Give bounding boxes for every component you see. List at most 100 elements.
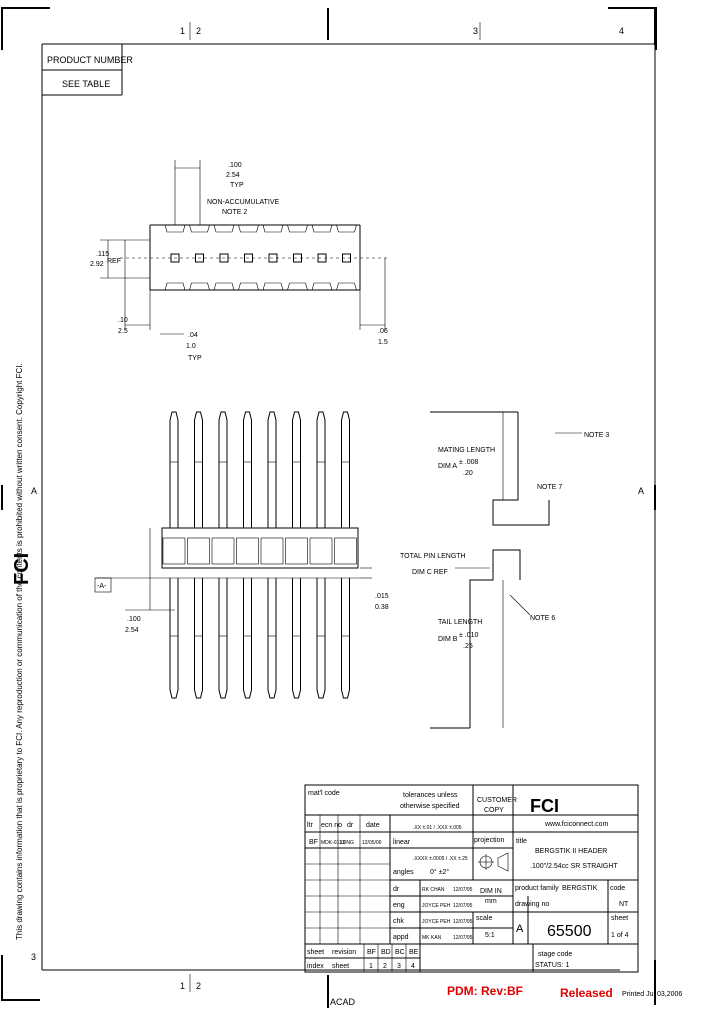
- side-housing-cell: [260, 537, 284, 565]
- top-pin-notch: [336, 224, 357, 233]
- tb-product-family-label: product family: [515, 885, 559, 892]
- tb-chk-label: chk: [393, 918, 404, 925]
- tb-index-label: index: [307, 963, 324, 970]
- tb-title-line1: BERGSTIK II HEADER: [535, 848, 607, 855]
- side-pin-lower: [169, 578, 179, 699]
- side-pin-upper: [292, 411, 301, 528]
- tb-dwg-label: drawing no: [515, 901, 549, 908]
- footer-released: Released: [560, 986, 613, 1000]
- projection-symbol: [478, 852, 509, 872]
- tb-scale-val: 5:1: [485, 932, 495, 939]
- side-pin-lower: [243, 578, 252, 699]
- top-view: .100 2.54 TYP NON-ACCUMULATIVE NOTE 2 .1…: [90, 160, 390, 362]
- tb-code-label: code: [610, 885, 625, 892]
- tb-appd-label: appd: [393, 934, 409, 941]
- side-ref-box: [94, 577, 112, 593]
- zone-bottom-2: 2: [196, 981, 201, 991]
- tb-rev-cell-3: BC: [395, 949, 405, 956]
- product-number-value: SEE TABLE: [62, 79, 110, 89]
- zone-left-a: A: [31, 486, 37, 496]
- side-view: -A- .100 2.54 .015 0.38: [94, 411, 389, 699]
- detail-note3: NOTE 3: [584, 432, 609, 439]
- side-pin-upper: [316, 411, 326, 528]
- zone-top-1: 1: [180, 26, 185, 36]
- tb-angles: angles: [393, 869, 414, 876]
- frame-corners: [1, 7, 657, 1008]
- tb-appd-date: 12/07/95: [453, 935, 473, 941]
- tb-chk-name: JOYCE PEH: [422, 919, 451, 925]
- top-pin-notch: [262, 282, 284, 291]
- tb-rev-cell-1: BF: [367, 949, 376, 956]
- tb-dr-date: 12/07/95: [453, 887, 473, 893]
- detail-view: NOTE 3 MATING LENGTH DIM A ± .008 .20 NO…: [400, 411, 609, 729]
- tb-code-val: NT: [619, 901, 629, 908]
- top-nonaccum: NON-ACCUMULATIVE: [207, 199, 280, 206]
- footer-printed: Printed Jul 03,2006: [622, 991, 682, 998]
- tb-copy: COPY: [484, 807, 504, 814]
- top-height: .115: [96, 251, 109, 258]
- tb-sheet-num-3: 3: [397, 963, 401, 970]
- tb-title-label: title: [516, 838, 527, 845]
- tb-sheet-cells-label: sheet: [332, 963, 349, 970]
- side-housing-cell: [309, 537, 333, 565]
- side-pin-lower: [341, 578, 350, 699]
- detail-dim-c: DIM C REF: [412, 569, 448, 576]
- inner-frame: [41, 22, 656, 992]
- top-pin-typ: TYP: [188, 355, 202, 362]
- side-pin-lower: [316, 578, 326, 699]
- tb-tolerances: tolerances unless: [403, 792, 458, 799]
- detail-note7: NOTE 7: [537, 484, 562, 491]
- tb-dr-name: RK CHAN: [422, 887, 445, 893]
- tb-otherwise: otherwise specified: [400, 803, 460, 810]
- top-left-dim: .10: [118, 317, 128, 324]
- top-pin-notch: [311, 224, 333, 233]
- tb-stage-code: STATUS: 1: [535, 962, 569, 969]
- tb-linear-tol2: .XXXX ±.0005 / .XX ±.25: [413, 856, 468, 862]
- top-pin-notch: [336, 282, 357, 291]
- fci-side-logo: FCI: [11, 553, 33, 585]
- detail-mating-length: MATING LENGTH: [438, 447, 495, 454]
- side-pin-lower: [292, 578, 301, 699]
- top-pin-dim: .04: [188, 332, 198, 339]
- tb-date: date: [366, 822, 380, 829]
- tb-rev-dr: LDNG: [340, 840, 354, 846]
- top-pitch-mm: 2.54: [226, 172, 240, 179]
- zone-top-4: 4: [619, 26, 624, 36]
- detail-dim-b: DIM B: [438, 636, 458, 643]
- tb-dr-label: dr: [393, 886, 400, 893]
- zone-bottom-1: 1: [180, 981, 185, 991]
- zone-left-3: 3: [31, 952, 36, 962]
- tb-mat-code: mat'l code: [308, 790, 340, 797]
- side-pitch-mm: 2.54: [125, 627, 139, 634]
- tb-sheet-num-1: 1: [369, 963, 373, 970]
- tb-sheet-label: sheet: [611, 915, 628, 922]
- product-number-box: PRODUCT NUMBER SEE TABLE: [42, 44, 133, 96]
- detail-tol-a: ± .008: [459, 459, 479, 466]
- product-number-label: PRODUCT NUMBER: [47, 55, 133, 65]
- tb-rev-cell-2: BD: [381, 949, 391, 956]
- fci-side-logo-text: FCI: [11, 553, 33, 585]
- tb-dr: dr: [347, 822, 354, 829]
- tb-dwg-no: 65500: [547, 923, 592, 940]
- top-pin-notch: [213, 282, 235, 291]
- tb-chk-date: 12/07/95: [453, 919, 473, 925]
- top-pin-notch: [287, 224, 308, 233]
- tb-size-val: A: [516, 923, 524, 935]
- tb-product-family: BERGSTIK: [562, 885, 598, 892]
- tb-sheet-row-label: sheet: [307, 949, 324, 956]
- top-right-dim-mm: 1.5: [378, 339, 388, 346]
- tb-logo: FCI: [530, 796, 559, 816]
- title-block: mat'l code tolerances unless otherwise s…: [304, 784, 639, 973]
- side-pin-lower: [267, 578, 277, 699]
- side-housing-cell: [211, 537, 235, 565]
- detail-dim-a: DIM A: [438, 463, 457, 470]
- tb-linear: linear: [393, 839, 411, 846]
- top-pin-dim-mm: 1.0: [186, 343, 196, 350]
- footer-pdm-rev: PDM: Rev:BF: [447, 984, 523, 998]
- top-pin-notch: [238, 282, 259, 291]
- tb-unit-val: mm: [485, 898, 497, 905]
- top-pin-square: [195, 253, 204, 263]
- tb-projection: projection: [474, 837, 504, 844]
- top-pin-notch: [164, 224, 186, 233]
- side-note-line1: This drawing contains information that i…: [15, 363, 24, 940]
